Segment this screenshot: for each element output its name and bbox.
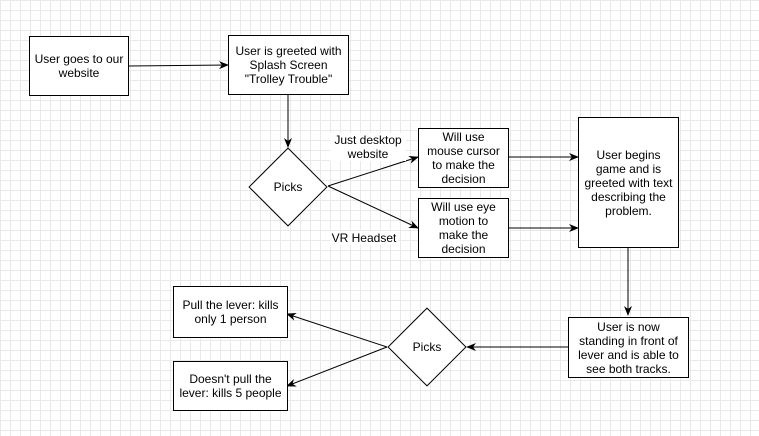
arrow-picks-to-eye xyxy=(327,185,419,229)
node-user-goes-to-website: User goes to our website xyxy=(29,36,129,96)
node-pull-lever: Pull the lever: kills only 1 person xyxy=(173,286,288,338)
node-user-begins-game: User begins game and is greeted with tex… xyxy=(578,117,679,248)
arrow-picks-to-mouse xyxy=(327,155,419,187)
arrow-picks-to-no-pull xyxy=(286,346,388,387)
arrow-website-to-splash xyxy=(128,61,229,70)
node-eye-motion: Will use eye motion to make the decision xyxy=(418,198,509,258)
node-splash-screen: User is greeted with Splash Screen "Trol… xyxy=(228,35,349,95)
node-user-standing-at-lever: User is now standing in front of lever a… xyxy=(568,317,689,378)
arrow-picks-to-pull xyxy=(286,313,388,348)
decision-label: Picks xyxy=(412,340,442,354)
edge-label-just-desktop: Just desktop website xyxy=(330,133,406,161)
edge-label-vr-headset: VR Headset xyxy=(330,231,398,245)
decision-label: Picks xyxy=(273,180,303,194)
node-no-pull-lever: Doesn't pull the lever: kills 5 people xyxy=(173,361,288,411)
node-mouse-cursor: Will use mouse cursor to make the decisi… xyxy=(418,128,509,188)
